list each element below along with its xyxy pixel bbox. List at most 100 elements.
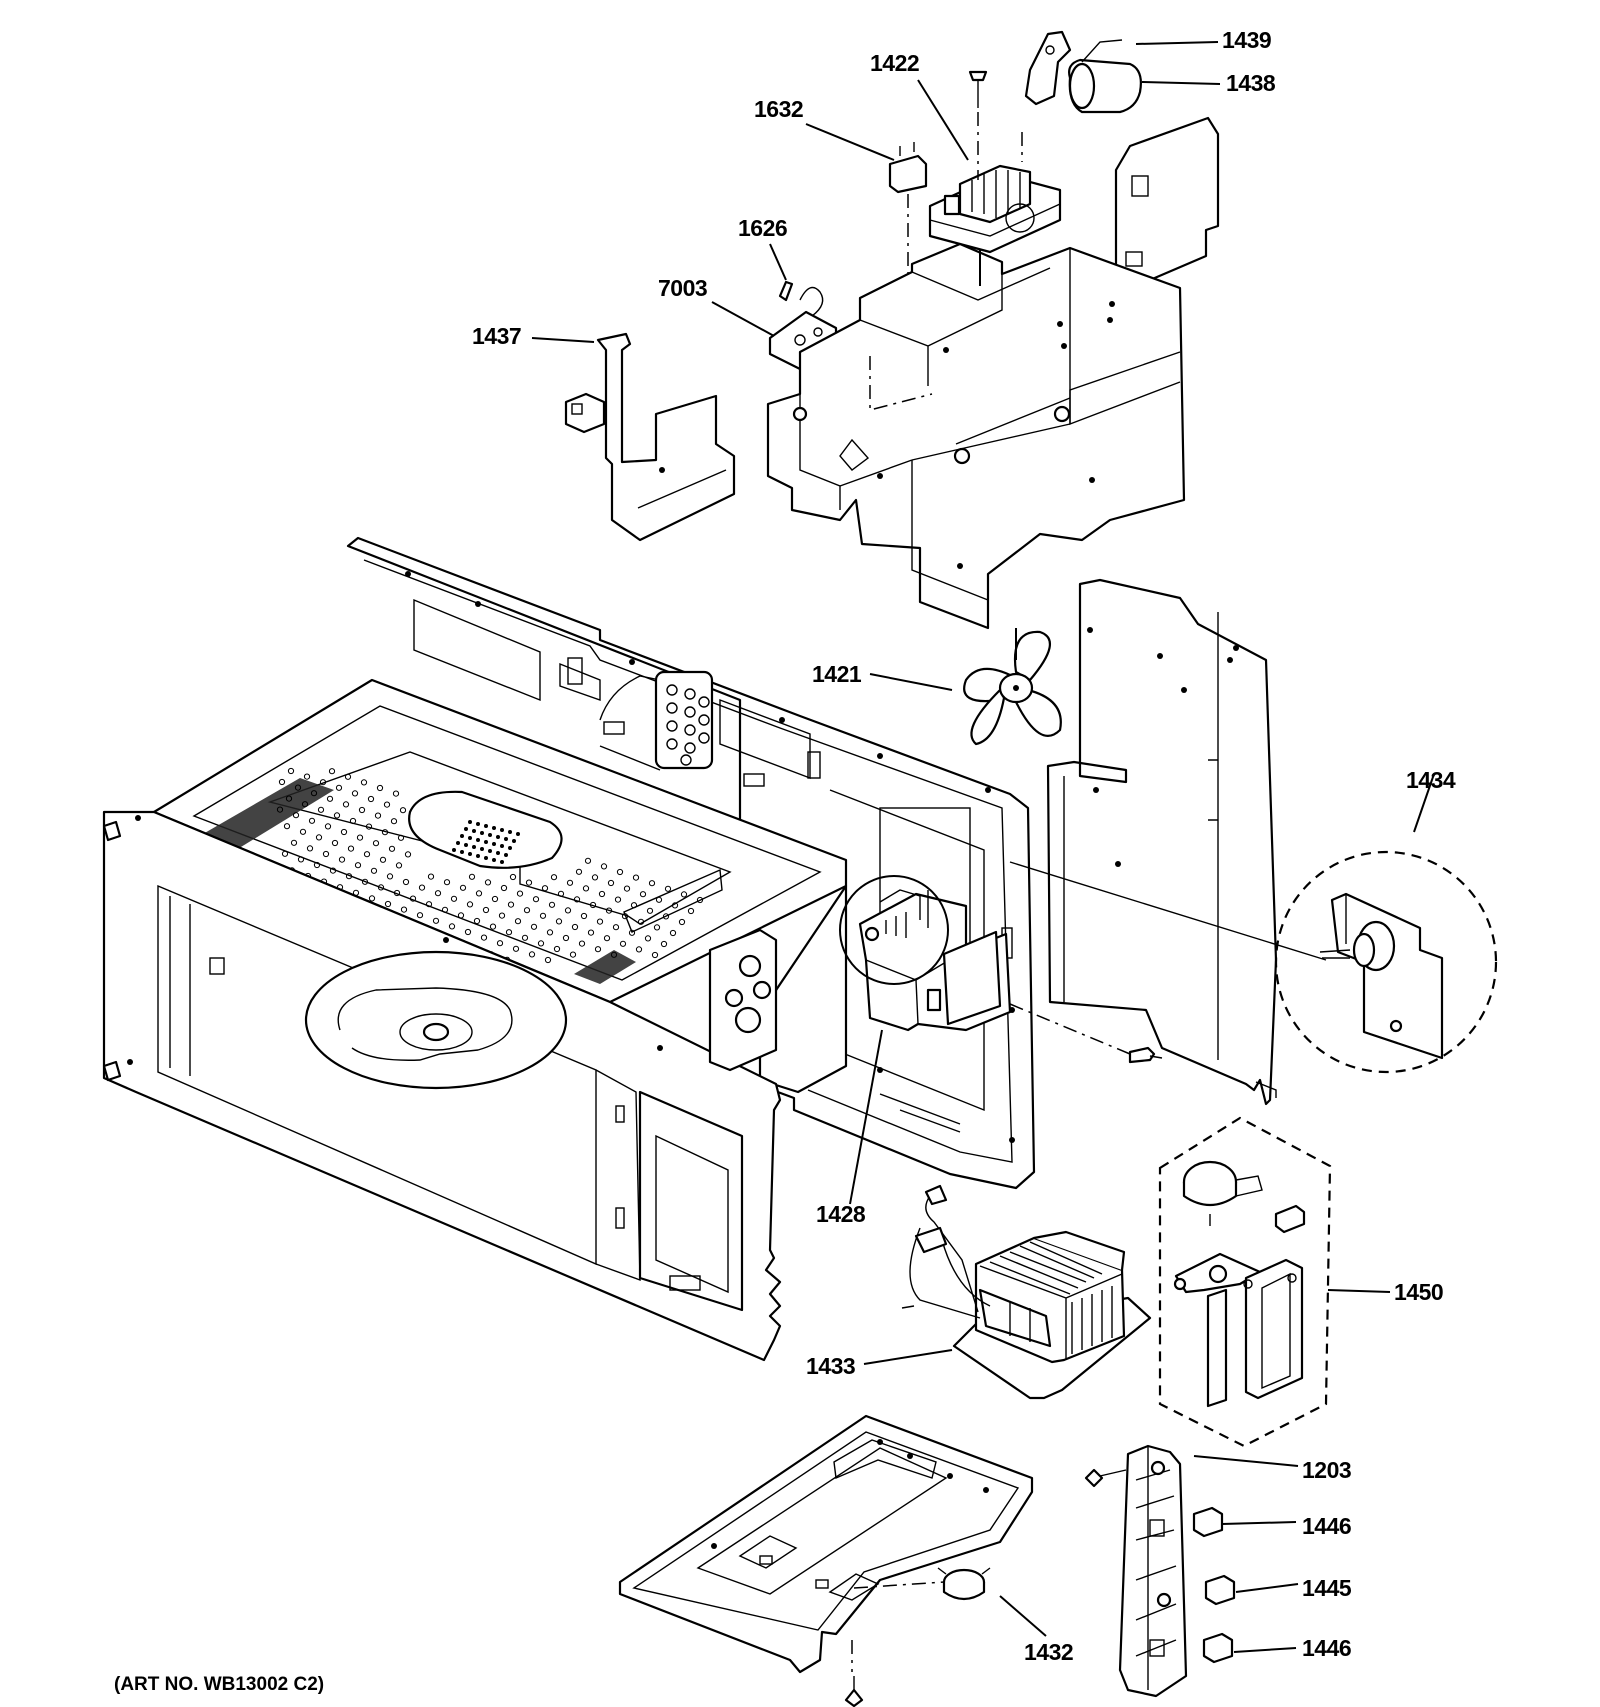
perforation-dot (345, 873, 353, 880)
perforation-dot (476, 838, 480, 842)
perforation-dot (292, 812, 300, 819)
switch-assembly-inset-1450[interactable] (1158, 1116, 1332, 1448)
perforation-dot (630, 902, 638, 909)
perforation-dot (278, 778, 286, 786)
perforation-dot (418, 884, 426, 891)
perforation-dot (653, 924, 661, 931)
perforation-dot (464, 827, 468, 831)
callout-1438: 1438 (1226, 70, 1276, 96)
perforation-dot (500, 844, 504, 848)
callout-1446-lower: 1446 (1302, 1635, 1351, 1661)
perforation-dot (566, 879, 574, 886)
fan-blade-part-1421[interactable] (963, 630, 1062, 746)
perforation-dot (349, 817, 357, 825)
switch-holder-part-1203[interactable] (1118, 1444, 1188, 1698)
perforation-dot (582, 885, 590, 892)
perforation-dot (591, 874, 599, 881)
perforation-dot (331, 839, 339, 847)
perforation-dot (319, 779, 327, 786)
transformer-part-1433[interactable] (901, 1184, 1152, 1400)
callout-1432: 1432 (1024, 1639, 1073, 1665)
perforation-dot (564, 907, 572, 914)
perforation-dot (489, 923, 497, 930)
perforation-dot (472, 845, 476, 849)
perforation-dot (409, 895, 417, 902)
perforation-dot (294, 784, 302, 791)
perforation-dot (571, 923, 579, 931)
perforation-dot (516, 832, 520, 836)
perforation-dot (594, 946, 602, 953)
perforation-dot (468, 852, 472, 856)
perforation-dot (523, 907, 531, 914)
interlock-switch-part-1445[interactable] (1204, 1574, 1236, 1606)
perforation-dot (374, 812, 382, 819)
perforation-dot (370, 867, 378, 874)
perforation-dot (512, 839, 516, 843)
perforation-dot (500, 828, 504, 832)
callout-labels: 1439 1438 1422 1632 1626 7003 1437 1421 … (114, 27, 1456, 1695)
perforation-dot (573, 896, 581, 903)
perforation-dot (546, 929, 554, 936)
perforation-dot (475, 890, 483, 897)
thermal-cutout-inset[interactable] (1274, 850, 1498, 1074)
callout-1450: 1450 (1394, 1279, 1443, 1305)
perforation-dot (310, 790, 318, 797)
perforation-dot (308, 817, 316, 824)
perforation-dot (508, 830, 512, 834)
perforation-dot (637, 918, 645, 925)
fan-motor-part-1422[interactable] (928, 164, 1062, 254)
interlock-switch-part-1446a[interactable] (1192, 1506, 1224, 1538)
perforation-dot (466, 901, 474, 908)
perforation-dot (584, 857, 592, 864)
perforation-dot (390, 818, 398, 825)
perforation-dot (392, 790, 400, 797)
callout-1439: 1439 (1222, 27, 1271, 53)
perforation-dot (285, 795, 293, 802)
magnetron-part-1428[interactable] (839, 875, 1012, 1032)
perforation-dot (464, 928, 472, 936)
perforation-dot (646, 907, 654, 914)
fuse-part-1626[interactable] (778, 280, 794, 302)
screw-top (968, 70, 988, 108)
bracket-part-1439[interactable] (1024, 30, 1072, 106)
perforation-dot (450, 895, 458, 902)
perforation-dot (580, 912, 588, 920)
perforation-dot (340, 828, 348, 836)
perforation-dot (587, 929, 595, 936)
perforation-field (276, 767, 704, 964)
perforation-dot (492, 842, 496, 846)
thermal-cutout-part-1434[interactable] (1319, 892, 1444, 1060)
perforation-dot (553, 945, 561, 953)
perforation-dot (344, 773, 352, 780)
callout-1437: 1437 (472, 323, 521, 349)
perforation-dot (687, 907, 695, 915)
oven-cavity (102, 678, 848, 1362)
perforation-dot (399, 807, 407, 814)
perforation-dot (491, 895, 499, 903)
perforation-dot (516, 890, 524, 897)
callout-1445: 1445 (1302, 1575, 1352, 1601)
perforation-dot (315, 834, 323, 841)
perforation-dot (488, 849, 492, 853)
perforation-dot (610, 951, 618, 958)
base-plate (618, 1414, 1034, 1674)
perforation-dot (441, 906, 449, 913)
perforation-dot (317, 806, 325, 813)
thermostat-part-1432[interactable] (937, 1567, 991, 1601)
callout-1428: 1428 (816, 1201, 866, 1227)
perforation-dot (457, 912, 465, 919)
perforation-dot (532, 896, 540, 903)
interlock-switch-part-1446b[interactable] (1202, 1632, 1234, 1664)
bracket-part-1437[interactable] (596, 332, 736, 542)
callout-1446-upper: 1446 (1302, 1513, 1351, 1539)
perforation-dot (632, 874, 640, 881)
perforation-dot (644, 935, 652, 942)
capacitor-part-1438[interactable] (1068, 39, 1142, 114)
perforation-dot (664, 885, 672, 892)
perforation-dot (500, 884, 508, 892)
perforation-dot (628, 929, 636, 936)
capacitor-part-1632[interactable] (888, 142, 928, 194)
screw-switch (1084, 1468, 1127, 1488)
perforation-dot (326, 795, 334, 802)
